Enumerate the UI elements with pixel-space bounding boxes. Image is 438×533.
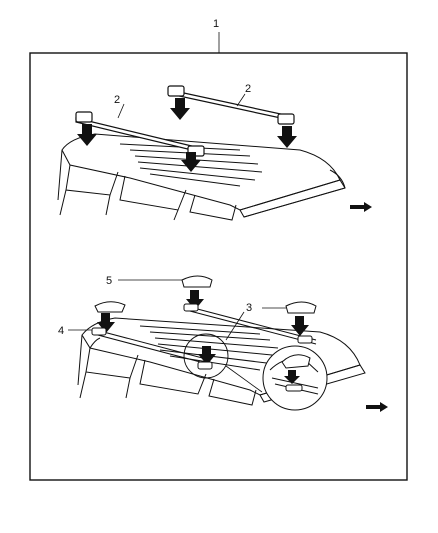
forward-arrow-bottom — [366, 402, 388, 412]
callout-1: 1 — [213, 18, 219, 30]
install-arrows-top — [77, 98, 297, 172]
callout-5: 5 — [106, 275, 112, 287]
detail-connector — [225, 365, 263, 393]
bracket-cap-left — [94, 301, 126, 313]
leader-line-2b — [236, 93, 246, 107]
bracket-cap-center — [181, 275, 213, 288]
callout-2b: 2 — [245, 83, 251, 95]
detail-circle-small — [183, 333, 229, 379]
install-arrows-bottom — [97, 290, 309, 365]
bracket-cap-right — [285, 301, 317, 314]
diagram-frame — [29, 52, 408, 481]
callout-4: 4 — [58, 325, 64, 337]
detail-magnified — [262, 345, 328, 411]
roof-rail-front-top — [75, 111, 205, 157]
callout-2a: 2 — [114, 94, 120, 106]
rail-end-pieces — [91, 303, 313, 370]
top-vehicle — [57, 133, 346, 221]
roof-rail-rear-top — [167, 85, 295, 125]
forward-arrow-top — [350, 202, 372, 212]
callout-3: 3 — [246, 302, 252, 314]
leader-line-2a — [117, 103, 125, 119]
leader-line-3 — [225, 311, 245, 341]
